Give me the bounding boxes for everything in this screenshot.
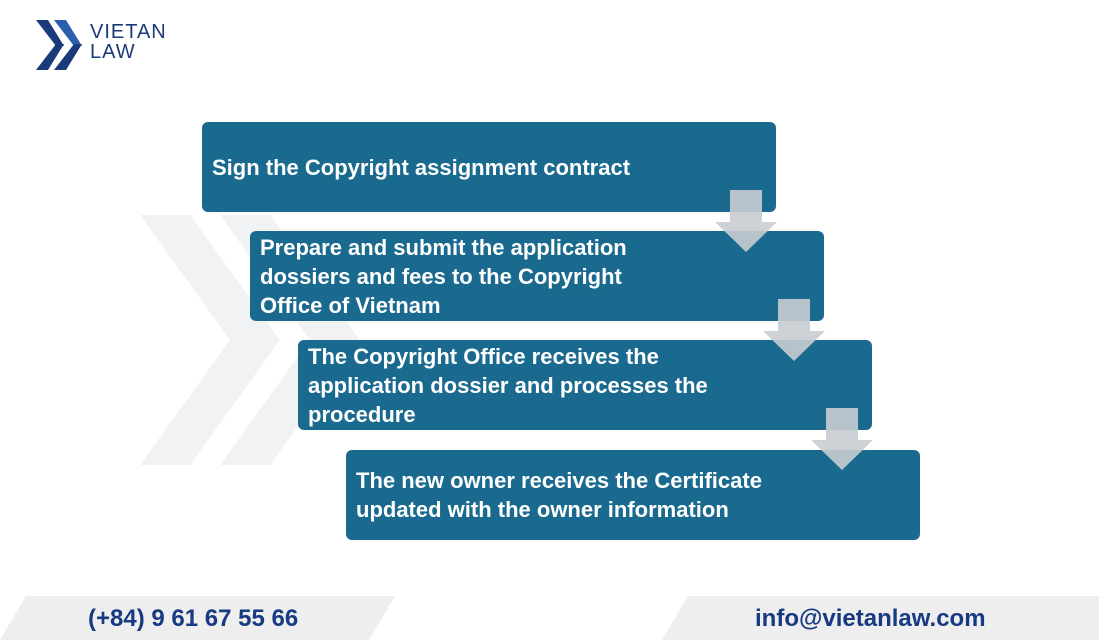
step-1-line-1: Sign the Copyright assignment contract xyxy=(212,154,631,180)
down-arrow-icon xyxy=(715,190,777,252)
step-4-line-1: The new owner receives the Certificate xyxy=(356,468,762,493)
step-box-2: Prepare and submit the application dossi… xyxy=(250,231,824,321)
step-2-line-1: Prepare and submit the application xyxy=(260,234,627,260)
logo-text: VIETAN LAW xyxy=(90,22,167,62)
down-arrow-icon xyxy=(763,299,825,361)
step-3-text: The Copyright Office receives the applic… xyxy=(308,342,748,429)
footer-email: info@vietanlaw.com xyxy=(755,605,986,632)
step-2-line-3: Office of Vietnam xyxy=(260,292,441,318)
step-box-4: The new owner receives the Certificate u… xyxy=(346,450,920,540)
step-3-line-1: The Copyright Office receives the xyxy=(308,343,659,369)
footer-band-right xyxy=(662,596,1099,640)
footer-band-left xyxy=(0,596,395,640)
logo-line2: LAW xyxy=(90,41,136,63)
step-box-1: Sign the Copyright assignment contract xyxy=(202,122,776,212)
vietan-logo-icon xyxy=(36,20,82,70)
step-3-line-3: procedure xyxy=(308,401,416,427)
step-3-line-2: application dossier and processes the xyxy=(308,372,708,398)
step-2-text: Prepare and submit the application dossi… xyxy=(260,233,700,320)
step-box-3: The Copyright Office receives the applic… xyxy=(298,340,872,430)
footer-phone: (+84) 9 61 67 55 66 xyxy=(88,605,299,632)
step-2-line-2: dossiers and fees to the Copyright xyxy=(260,263,622,289)
step-1-text: Sign the Copyright assignment contract xyxy=(212,153,630,182)
step-4-text: The new owner receives the Certificate u… xyxy=(356,466,762,524)
step-4-line-2: updated with the owner information xyxy=(356,497,729,522)
down-arrow-icon xyxy=(811,408,873,470)
logo-line1: VIETAN xyxy=(90,21,167,43)
